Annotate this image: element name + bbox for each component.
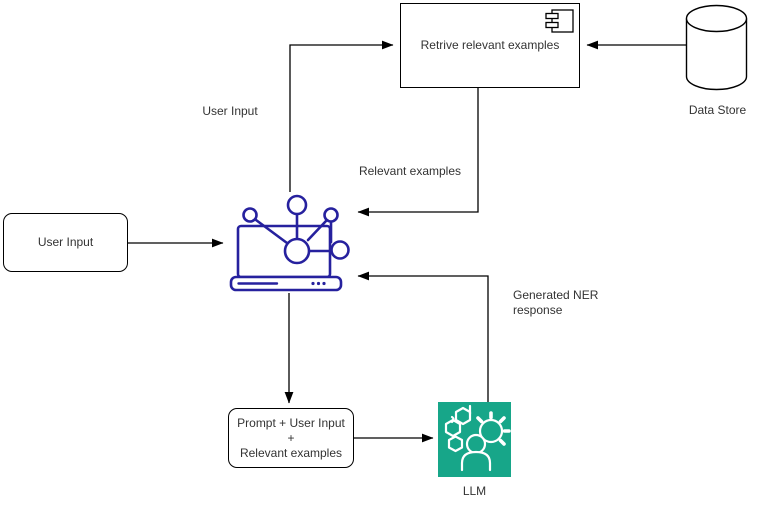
retrieve-examples-label: Retrive relevant examples — [420, 38, 560, 52]
edge-llm-to-ml — [357, 271, 489, 402]
prompt-node: Prompt + User Input + Relevant examples — [228, 408, 354, 468]
uml-component-icon — [545, 9, 574, 33]
edge-label-user-input: User Input — [202, 104, 258, 118]
user-input-node: User Input — [3, 213, 128, 272]
user-input-node-label: User Input — [37, 235, 94, 249]
prompt-node-label: Prompt + User Input + Relevant examples — [237, 415, 345, 460]
llm-node — [438, 402, 511, 477]
network-laptop-icon — [229, 194, 350, 292]
brain-gear-person-icon — [444, 404, 511, 472]
edge-retrieve-to-ml — [357, 88, 479, 217]
llm-label: LLM — [462, 484, 487, 498]
data-store-label: Data Store — [688, 103, 747, 117]
edge-label-generated-ner: Generated NER response — [513, 288, 599, 317]
retrieve-examples-node: Retrive relevant examples — [400, 3, 580, 88]
data-store-cylinder — [685, 4, 748, 91]
edge-label-relevant-examples: Relevant examples — [358, 164, 462, 178]
